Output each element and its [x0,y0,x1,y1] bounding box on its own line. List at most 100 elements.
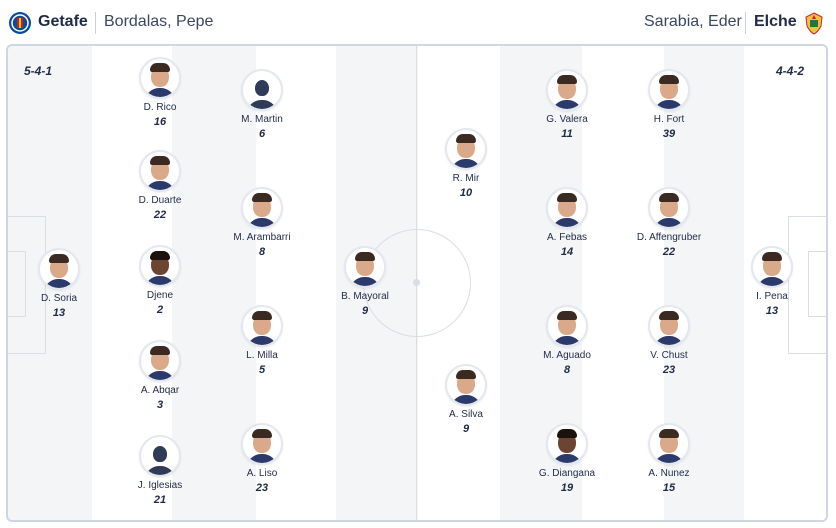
player-name[interactable]: A. Abqar [140,385,180,396]
player-card[interactable]: L. Milla 5 [202,305,322,376]
player-number: 13 [52,307,66,319]
player-photo[interactable] [241,423,283,465]
player-name[interactable]: D. Duarte [138,195,182,206]
player-card[interactable]: M. Arambarri 8 [202,187,322,258]
away-penalty-area [788,216,826,354]
player-number: 10 [459,187,473,199]
player-card[interactable]: B. Mayoral 9 [305,246,425,317]
player-photo[interactable] [139,340,181,382]
player-name[interactable]: I. Pena [756,291,788,302]
player-photo[interactable] [648,187,690,229]
player-number: 22 [662,246,676,258]
player-card[interactable]: J. Iglesias 21 [100,435,220,506]
home-divider [95,12,96,34]
player-photo[interactable] [546,187,588,229]
home-formation: 5-4-1 [24,64,53,78]
player-photo[interactable] [38,248,80,290]
player-card[interactable]: A. Silva 9 [406,364,526,435]
player-name[interactable]: A. Febas [546,232,588,243]
player-name[interactable]: M. Martin [241,114,283,125]
player-number: 2 [156,304,164,316]
player-photo[interactable] [139,245,181,287]
player-name[interactable]: D. Rico [143,102,177,113]
player-photo[interactable] [546,305,588,347]
player-card[interactable]: G. Diangana 19 [507,423,627,494]
center-spot [413,279,420,286]
player-name[interactable]: Djene [146,290,174,301]
player-name[interactable]: J. Iglesias [137,480,183,491]
home-coach: Bordalas, Pepe [104,13,214,30]
away-coach: Sarabia, Eder [644,13,742,30]
player-card[interactable]: M. Aguado 8 [507,305,627,376]
player-photo[interactable] [445,128,487,170]
player-name[interactable]: H. Fort [653,114,685,125]
player-name[interactable]: A. Liso [246,468,278,479]
player-name[interactable]: A. Silva [449,409,483,420]
player-card[interactable]: H. Fort 39 [609,69,729,140]
player-name[interactable]: V. Chust [650,350,688,361]
player-photo[interactable] [139,57,181,99]
player-card[interactable]: A. Febas 14 [507,187,627,258]
away-divider [745,12,746,34]
player-photo[interactable] [648,69,690,111]
player-photo[interactable] [445,364,487,406]
player-number: 9 [462,423,470,435]
player-name[interactable]: D. Affengruber [636,232,702,243]
player-number: 8 [563,364,571,376]
player-name[interactable]: A. Nunez [648,468,690,479]
player-number: 22 [153,209,167,221]
player-card[interactable]: R. Mir 10 [406,128,526,199]
player-name[interactable]: G. Valera [546,114,588,125]
player-photo[interactable] [751,246,793,288]
player-card[interactable]: D. Rico 16 [100,57,220,128]
away-goal-area [808,251,826,317]
player-photo[interactable] [241,187,283,229]
player-number: 19 [560,482,574,494]
player-number: 39 [662,128,676,140]
player-photo[interactable] [546,423,588,465]
home-team-name[interactable]: Getafe [38,13,88,30]
player-number: 3 [156,399,164,411]
player-card[interactable]: G. Valera 11 [507,69,627,140]
player-number: 23 [255,482,269,494]
player-number: 21 [153,494,167,506]
player-photo[interactable] [546,69,588,111]
player-card[interactable]: V. Chust 23 [609,305,729,376]
player-name[interactable]: R. Mir [452,173,480,184]
player-photo[interactable] [648,423,690,465]
player-photo[interactable] [344,246,386,288]
player-card[interactable]: A. Liso 23 [202,423,322,494]
player-number: 23 [662,364,676,376]
player-photo[interactable] [648,305,690,347]
player-silhouette-icon[interactable] [139,435,181,477]
player-name[interactable]: M. Arambarri [233,232,291,243]
player-card[interactable]: A. Abqar 3 [100,340,220,411]
away-team-name[interactable]: Elche [754,13,797,30]
player-name[interactable]: B. Mayoral [341,291,389,302]
player-name[interactable]: M. Aguado [543,350,591,361]
player-number: 8 [258,246,266,258]
player-number: 16 [153,116,167,128]
player-name[interactable]: L. Milla [246,350,278,361]
player-card[interactable]: M. Martin 6 [202,69,322,140]
getafe-logo-icon[interactable] [8,11,32,35]
player-card[interactable]: D. Affengruber 22 [609,187,729,258]
player-number: 6 [258,128,266,140]
player-number: 11 [561,128,573,140]
player-number: 14 [560,246,574,258]
player-number: 5 [258,364,266,376]
player-silhouette-icon[interactable] [241,69,283,111]
home-goal-area [8,251,26,317]
player-card[interactable]: D. Soria 13 [0,248,119,319]
player-card[interactable]: D. Duarte 22 [100,150,220,221]
pitch: 5-4-1 4-4-2 [6,44,828,522]
player-card[interactable]: Djene 2 [100,245,220,316]
player-photo[interactable] [139,150,181,192]
player-photo[interactable] [241,305,283,347]
elche-logo-icon[interactable] [802,11,826,35]
player-name[interactable]: G. Diangana [538,468,596,479]
player-number: 9 [361,305,369,317]
player-name[interactable]: D. Soria [40,293,78,304]
